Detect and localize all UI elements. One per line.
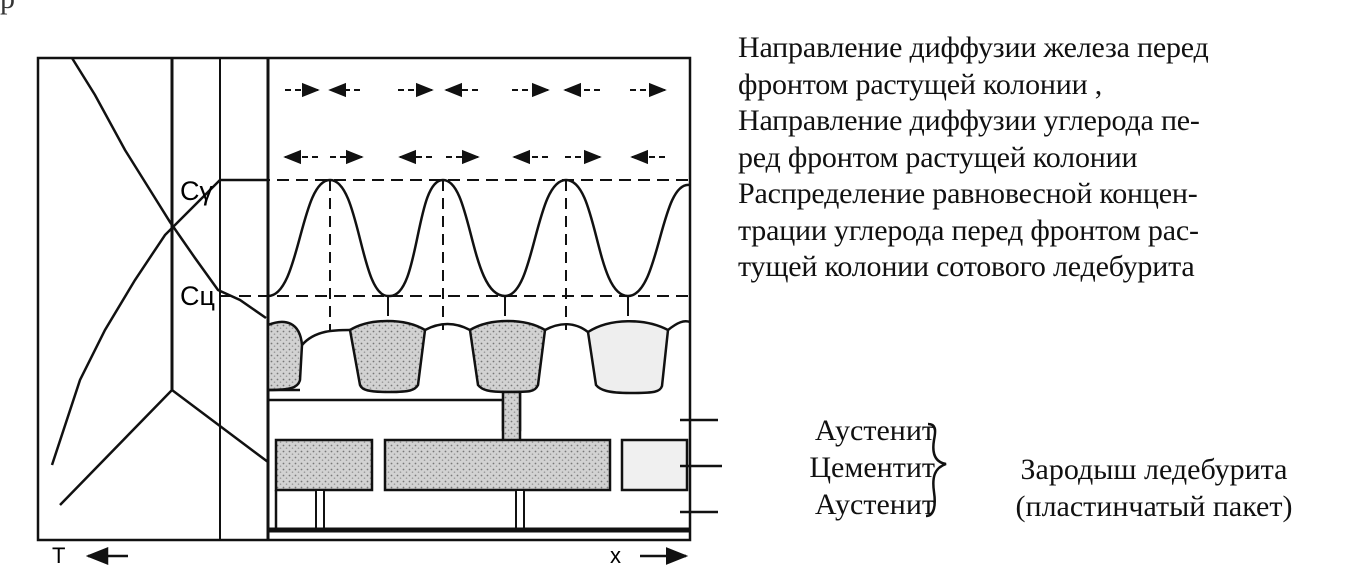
description-line: Направление диффузии углерода пе-	[738, 104, 1200, 137]
phase-labels: Аустенит Цементит Аустенит	[745, 412, 935, 523]
t-curve-descending	[70, 57, 267, 320]
cementite-cell-1	[266, 320, 304, 392]
guide-lines	[329, 180, 567, 330]
description-line: ред фронтом растущей колонии	[738, 140, 1138, 174]
diagram-frame	[36, 56, 692, 542]
phase-cementite: Цементит	[809, 451, 935, 484]
stem-1	[501, 390, 522, 444]
axis-x-label: x	[610, 543, 621, 568]
cementite-cell-3	[468, 319, 547, 394]
c-cementite-label: Cц	[180, 281, 215, 311]
cementite-cell-2	[348, 319, 427, 394]
cementite-plate-3	[620, 438, 689, 492]
eutectic-lines	[59, 388, 269, 506]
description-line: трации углерода перед фронтом рас-	[738, 213, 1199, 247]
description-line: фронтом растущей колонии ,	[738, 67, 1103, 101]
cropped-top-text: р	[0, 0, 15, 15]
stem-3	[515, 489, 525, 531]
cementite-plate-2	[383, 438, 612, 492]
austenite-front	[301, 320, 691, 346]
minima-ticks	[387, 296, 629, 316]
phase-brace	[925, 422, 947, 518]
stem-2	[315, 489, 325, 531]
c-gamma-label: Cγ	[180, 176, 213, 206]
cementite-plate-1	[274, 438, 374, 492]
diagram-description: Направление диффузии железа перед фронто…	[738, 30, 1358, 286]
nucleus-title: Зародыш ледебурита	[1020, 453, 1288, 486]
description-line: Направление диффузии железа перед	[738, 31, 1209, 64]
austenite-region-outline	[266, 388, 522, 432]
t-curve-ascending	[50, 178, 268, 466]
phase-austenite-bottom: Аустенит	[814, 488, 935, 521]
phase-ticks	[680, 418, 722, 514]
nucleus-label: Зародыш ледебурита (пластинчатый пакет)	[964, 451, 1344, 525]
description-line: Распределение равновесной концен-	[738, 177, 1198, 210]
carbon-concentration-curve	[267, 178, 691, 298]
description-line: тущей колонии сотового ледебурита	[738, 250, 1195, 283]
cementite-cell-4	[586, 320, 670, 395]
nucleus-subtitle: (пластинчатый пакет)	[1015, 490, 1293, 523]
axis-t-label: T	[52, 543, 65, 568]
phase-austenite-top: Аустенит	[814, 414, 935, 447]
